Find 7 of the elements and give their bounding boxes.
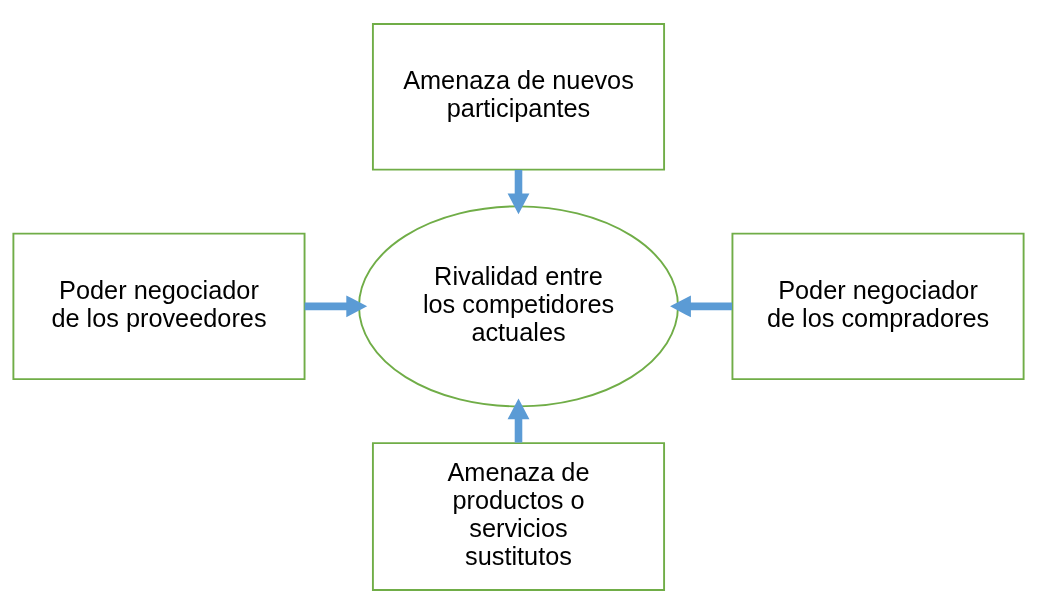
node-ellipse: Rivalidad entre los competidores actuales [358, 205, 679, 408]
node-box: Poder negociador de los proveedores [12, 232, 306, 381]
arrow [507, 169, 530, 215]
arrow [670, 295, 733, 318]
node-box: Amenaza de productos o servicios sustitutos [371, 442, 666, 591]
node-box: Poder negociador de los compradores [731, 232, 1025, 381]
node-box: Amenaza de nuevos participantes [371, 23, 666, 171]
